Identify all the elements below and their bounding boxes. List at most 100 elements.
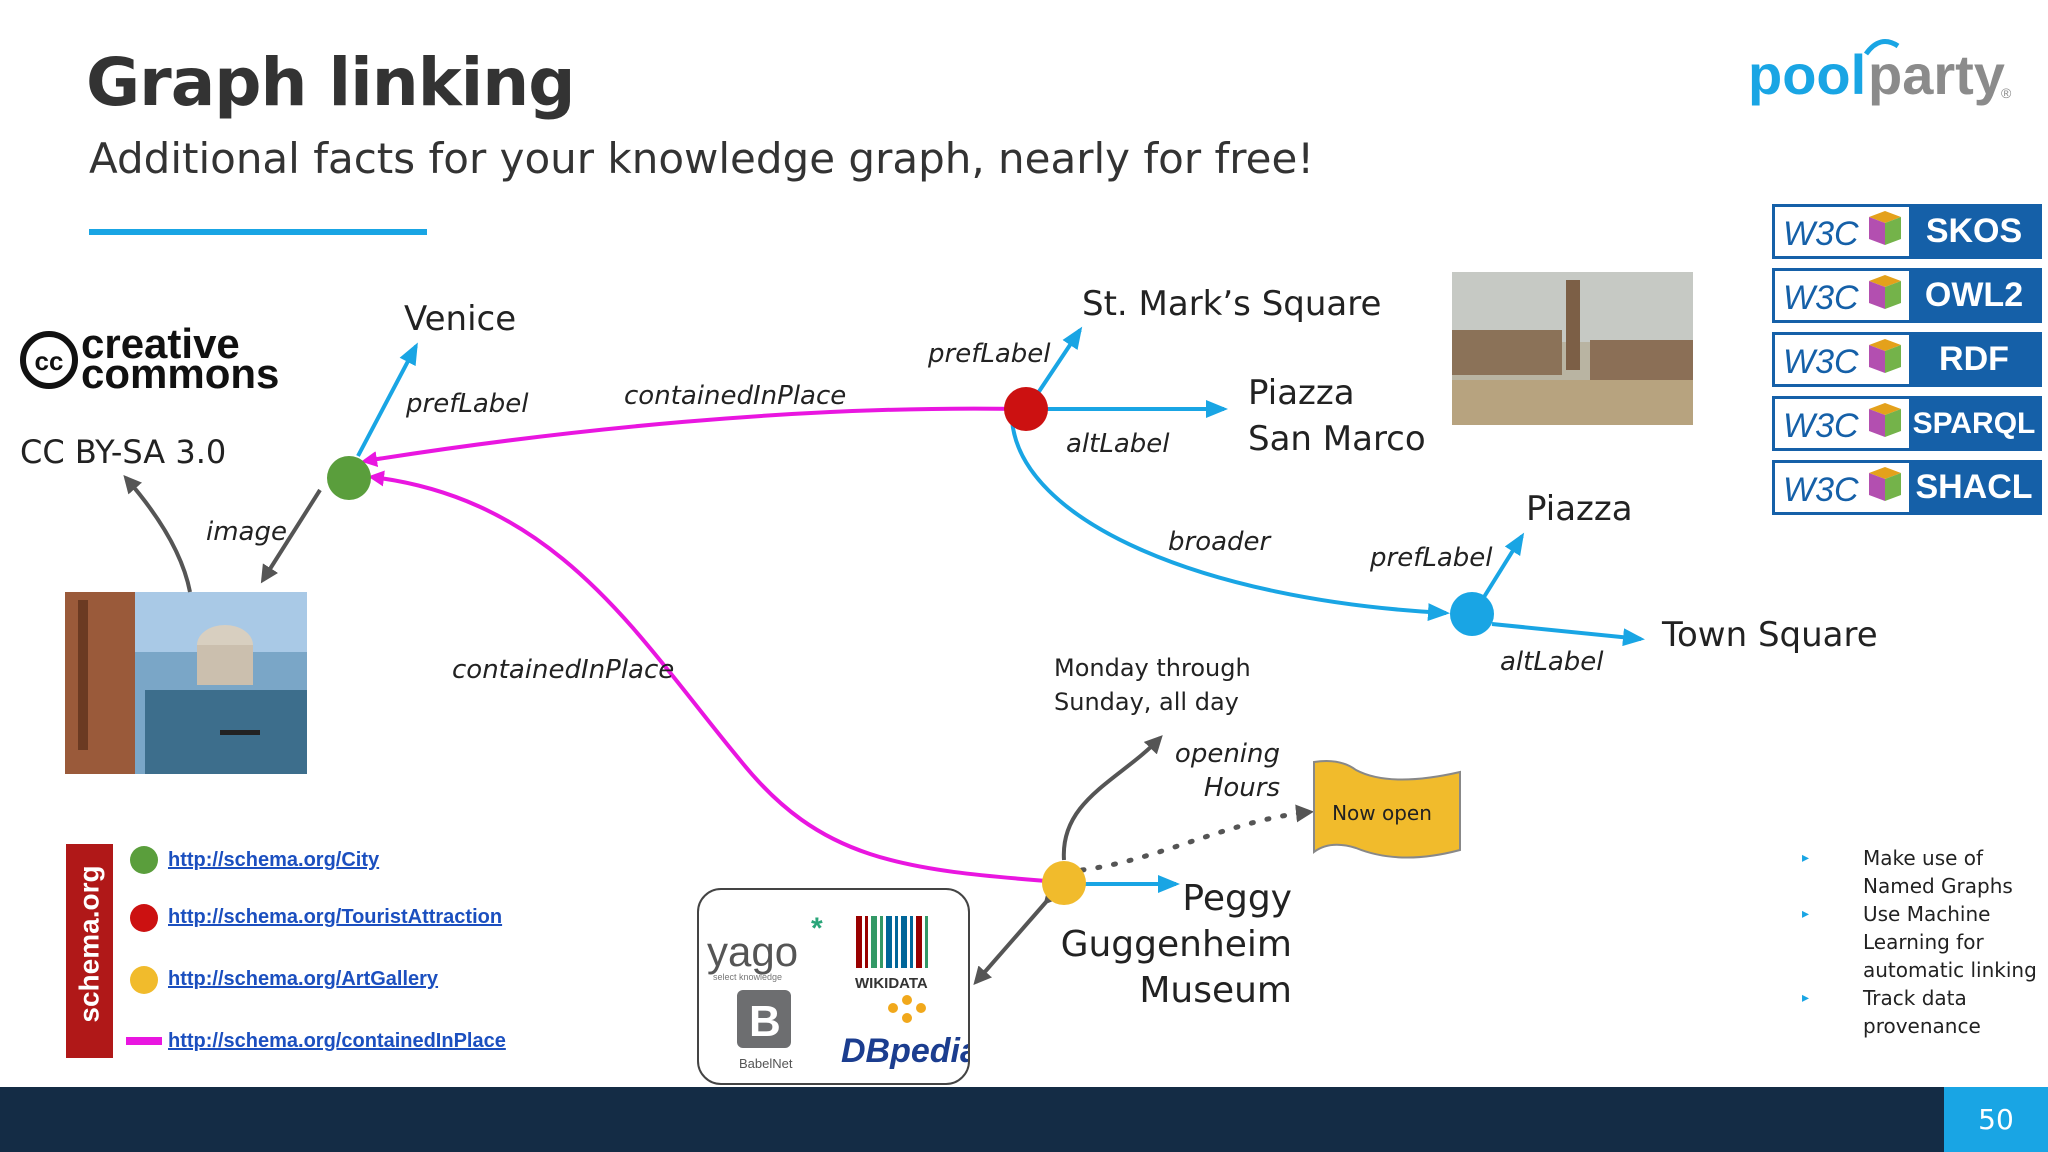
w3c-label: SKOS xyxy=(1909,207,2039,256)
linked-data-sources-box: yago select knowledge * WIKIDATA B Babel… xyxy=(697,888,979,1085)
poolparty-logo: pool party ® xyxy=(1748,39,2012,106)
broader-edge xyxy=(1010,419,1450,622)
slide-footer-bar xyxy=(0,1087,2048,1152)
cc-text-creative: creative xyxy=(81,320,240,367)
w3c-label: OWL2 xyxy=(1909,271,2039,320)
logo-text-party: party xyxy=(1868,43,2005,106)
venice-preflabel-text: prefLabel xyxy=(405,389,529,419)
w3c-label: RDF xyxy=(1909,335,2039,384)
st-marks-node xyxy=(1004,387,1048,431)
w3c-label: SPARQL xyxy=(1909,399,2039,448)
w3c-badge-sparql: W3C SPARQL xyxy=(1772,396,2042,451)
opening-hours-text-2: Hours xyxy=(1204,773,1280,803)
w3c-cube-icon: W3C xyxy=(1783,275,1901,317)
stmarks-preflabel-text: prefLabel xyxy=(927,339,1051,369)
legend-city-dot xyxy=(130,846,158,874)
opening-hours-line1: Monday through xyxy=(1054,654,1251,682)
now-open-dotted-edge xyxy=(1079,804,1314,873)
svg-text:select knowledge: select knowledge xyxy=(713,972,782,982)
benefit-item: ▸Track data provenance xyxy=(1802,986,1981,1038)
w3c-badge-rdf: W3C RDF xyxy=(1772,332,2042,387)
opening-hours-text-1: opening xyxy=(1175,739,1280,769)
broader-text: broader xyxy=(1168,527,1273,557)
cc-license-label: CC BY-SA 3.0 xyxy=(20,433,226,471)
wikidata-logo: WIKIDATA xyxy=(855,975,928,992)
benefit-item: ▸Make use of Named Graphs xyxy=(1802,846,2013,898)
peggy-line1: Peggy xyxy=(1182,878,1292,919)
piazza-san-marco-line1: Piazza xyxy=(1248,373,1355,413)
bullet-arrow-icon: ▸ xyxy=(1802,990,1810,1006)
stmarks-preflabel-edge xyxy=(1034,326,1083,398)
st-marks-label: St. Mark’s Square xyxy=(1082,284,1381,324)
svg-text:W3C: W3C xyxy=(1783,343,1859,381)
piazza-altlabel-edge xyxy=(1491,622,1645,647)
slide-title: Graph linking xyxy=(86,44,575,121)
opening-hours-line2: Sunday, all day xyxy=(1054,688,1239,716)
title-underline xyxy=(89,229,427,235)
peggy-line3: Museum xyxy=(1139,970,1292,1011)
logo-text-pool: pool xyxy=(1748,43,1866,106)
w3c-badge-skos: W3C SKOS xyxy=(1772,204,2042,259)
legend-contained-link[interactable]: http://schema.org/containedInPlace xyxy=(168,1030,506,1052)
legend-contained-line xyxy=(126,1037,162,1045)
dbpedia-logo: DBpedia xyxy=(841,1032,968,1070)
venice-label: Venice xyxy=(404,299,516,339)
venice-preflabel-edge xyxy=(356,342,418,457)
town-square-label: Town Square xyxy=(1661,615,1878,655)
benefits-list: ▸Make use of Named Graphs ▸Use Machine L… xyxy=(1792,844,2042,1040)
sources-logos: yago select knowledge * WIKIDATA B Babel… xyxy=(707,912,979,1071)
legend-gallery-link[interactable]: http://schema.org/ArtGallery xyxy=(168,968,439,990)
yago-logo: yago xyxy=(707,928,798,975)
cc-badge-icon xyxy=(20,331,78,389)
image-text: image xyxy=(206,517,287,547)
page-number: 50 xyxy=(1944,1087,2048,1152)
piazza-san-marco-line2: San Marco xyxy=(1248,419,1426,459)
babelnet-icon xyxy=(737,990,791,1048)
linked-data-edge xyxy=(973,885,1062,986)
st-marks-painting xyxy=(1452,272,1693,425)
legend-city-link[interactable]: http://schema.org/City xyxy=(168,849,380,871)
stmarks-altlabel-text: altLabel xyxy=(1066,429,1170,459)
schema-org-label: schema.org xyxy=(73,865,105,1023)
cc-text-commons: commons xyxy=(81,350,279,397)
svg-text:W3C: W3C xyxy=(1783,471,1859,509)
w3c-badge-owl2: W3C OWL2 xyxy=(1772,268,2042,323)
bullet-arrow-icon: ▸ xyxy=(1802,850,1810,866)
dbpedia-network-icon xyxy=(888,995,926,1023)
svg-text:W3C: W3C xyxy=(1783,407,1859,445)
contained-in-place-top-text: containedInPlace xyxy=(624,381,846,411)
contained-in-place-top-edge xyxy=(361,406,1023,468)
svg-text:W3C: W3C xyxy=(1783,279,1859,317)
bullet-arrow-icon: ▸ xyxy=(1802,906,1810,922)
piazza-concept-node xyxy=(1450,592,1494,636)
svg-text:W3C: W3C xyxy=(1783,215,1859,253)
cc-license-arrow xyxy=(123,474,192,593)
logo-registered: ® xyxy=(2001,85,2012,101)
w3c-label: SHACL xyxy=(1909,463,2039,512)
schema-org-bar: schema.org xyxy=(66,844,113,1058)
piazza-altlabel-text: altLabel xyxy=(1500,647,1604,677)
peggy-line2: Guggenheim xyxy=(1061,924,1292,965)
venice-photo xyxy=(65,592,307,774)
now-open-flag xyxy=(1313,760,1461,859)
svg-text:cc: cc xyxy=(35,346,64,376)
benefit-item: ▸Use Machine Learning for automatic link… xyxy=(1802,902,2037,982)
contained-in-place-bottom-text: containedInPlace xyxy=(452,655,674,685)
w3c-badge-shacl: W3C SHACL xyxy=(1772,460,2042,515)
w3c-cube-icon: W3C xyxy=(1783,467,1901,509)
legend-attraction-link[interactable]: http://schema.org/TouristAttraction xyxy=(168,906,503,928)
image-edge xyxy=(260,488,322,584)
w3c-cube-icon: W3C xyxy=(1783,211,1901,253)
peggy-guggenheim-node xyxy=(1042,861,1086,905)
w3c-cube-icon: W3C xyxy=(1783,403,1901,445)
contained-in-place-bottom-edge xyxy=(368,470,1061,884)
w3c-cube-icon: W3C xyxy=(1783,339,1901,381)
legend-attraction-dot xyxy=(130,904,158,932)
piazza-preflabel-edge xyxy=(1482,532,1525,599)
venice-node xyxy=(327,456,371,500)
piazza-preflabel-text: prefLabel xyxy=(1369,543,1493,573)
yago-star-icon: * xyxy=(811,912,823,945)
legend-gallery-dot xyxy=(130,966,158,994)
wikidata-barcode-icon xyxy=(856,916,928,968)
